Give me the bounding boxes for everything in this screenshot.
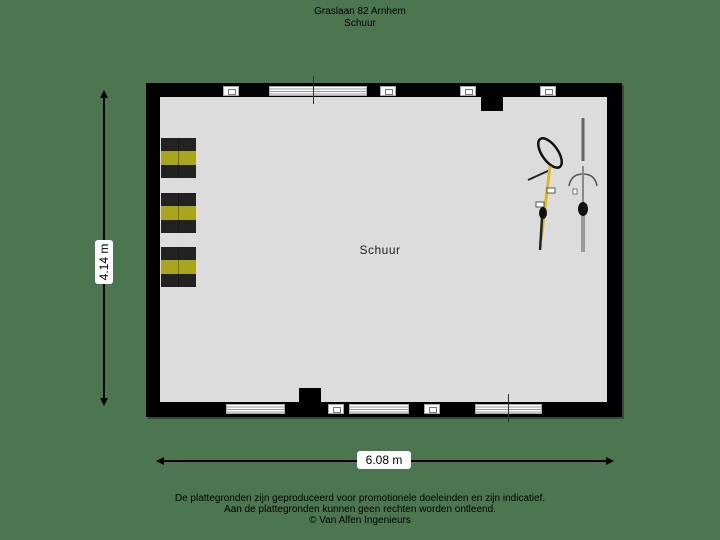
copyright-line: © Van Alfen Ingenieurs xyxy=(309,515,411,526)
bicycle-grey-icon xyxy=(568,118,598,252)
window-mullion xyxy=(313,76,314,104)
arrow-down-icon xyxy=(100,398,108,406)
arrow-left-icon xyxy=(156,457,164,465)
disclaimer-line-1: De plattegronden zijn geproduceerd voor … xyxy=(174,493,546,504)
window-bottom-4 xyxy=(424,404,440,414)
plan-header: Graslaan 82 Arnhem Schuur xyxy=(0,6,720,30)
bike-rack-3 xyxy=(161,247,196,287)
window-bottom-2 xyxy=(328,404,344,414)
width-dimension-label: 6.08 m xyxy=(357,451,411,469)
arrow-right-icon xyxy=(606,457,614,465)
room-label: Schuur xyxy=(359,243,401,257)
window-top-4 xyxy=(460,86,476,96)
room-floor xyxy=(160,97,607,402)
bicycle-yellow-icon xyxy=(527,137,563,251)
window-top-2 xyxy=(269,86,367,96)
bike-rack-1 xyxy=(161,138,196,178)
window-top-3 xyxy=(380,86,396,96)
wall-pillar-bottom xyxy=(299,388,321,403)
window-bottom-1 xyxy=(226,404,285,414)
disclaimer-line-2: Aan de plattegronden kunnen geen rechten… xyxy=(224,504,496,515)
height-dimension-label: 4.14 m xyxy=(95,240,113,284)
disclaimer-footer: De plattegronden zijn geproduceerd voor … xyxy=(0,493,720,526)
floor-title: Schuur xyxy=(344,18,376,29)
wall-pillar-top xyxy=(481,96,503,111)
window-top-5 xyxy=(540,86,556,96)
window-mullion xyxy=(508,394,509,422)
window-bottom-3 xyxy=(349,404,409,414)
bike-rack-2 xyxy=(161,193,196,233)
address-title: Graslaan 82 Arnhem xyxy=(314,6,406,17)
arrow-up-icon xyxy=(100,90,108,98)
window-top-1 xyxy=(223,86,239,96)
